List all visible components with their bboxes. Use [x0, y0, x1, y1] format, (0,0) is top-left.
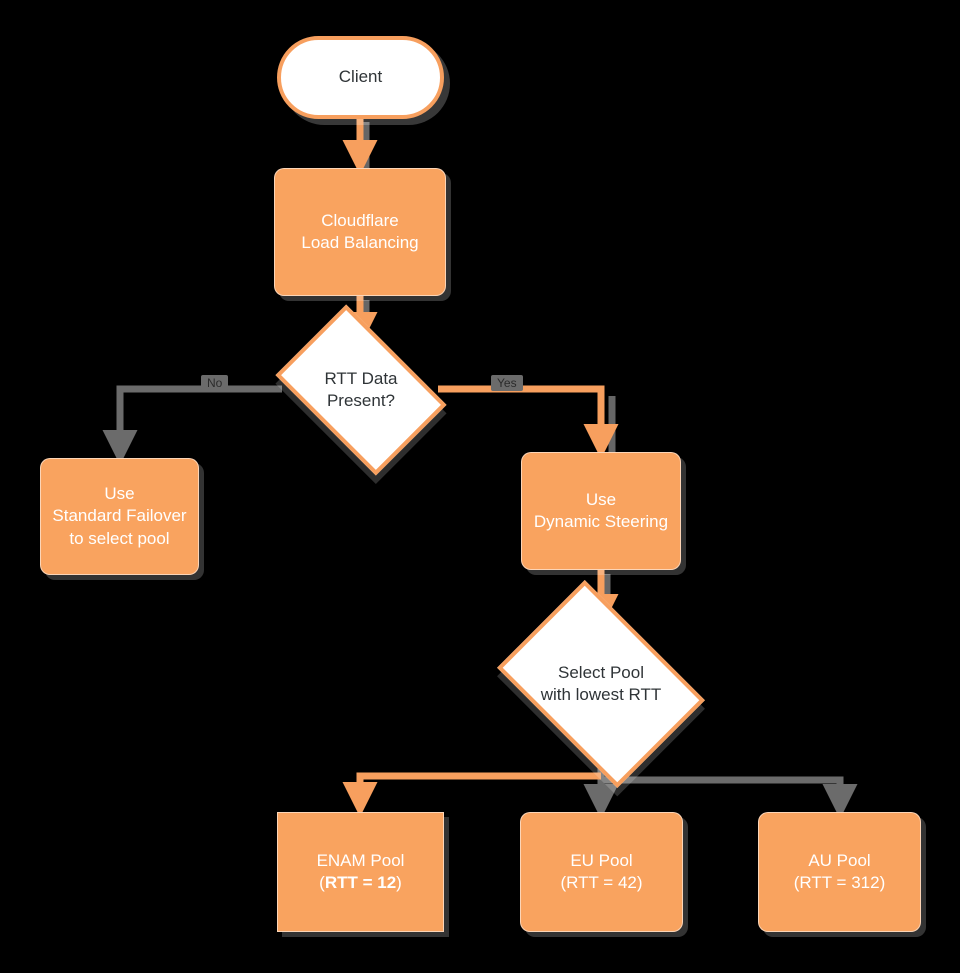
node-client-label: Client — [338, 67, 383, 87]
node-select-pool[interactable]: Select Pool with lowest RTT — [497, 580, 705, 788]
node-standard-failover-line3: to select pool — [69, 528, 170, 548]
node-au-pool-rtt-open: ( — [793, 873, 800, 892]
node-load-balancing-line1: Cloudflare — [321, 210, 399, 230]
node-select-pool-line2: with lowest RTT — [540, 685, 662, 704]
node-eu-pool-rtt: (RTT = 42) — [560, 872, 642, 894]
node-au-pool-name: AU Pool — [808, 850, 871, 870]
edge-label-yes: Yes — [491, 375, 523, 391]
node-enam-pool-rtt: (RTT = 12) — [319, 872, 402, 894]
node-enam-pool-rtt-value: RTT = 12 — [324, 873, 397, 892]
edge-rtt-decision-to-standard-failover — [102, 385, 282, 465]
node-eu-pool[interactable]: EU Pool (RTT = 42) — [520, 812, 683, 932]
node-standard-failover-line1: Use — [104, 483, 135, 503]
node-au-pool[interactable]: AU Pool (RTT = 312) — [758, 812, 921, 932]
edge-select-pool-to-enam-pool — [342, 772, 601, 817]
edge-rtt-decision-to-dynamic-steering — [438, 385, 619, 459]
node-au-pool-rtt-close: ) — [879, 873, 886, 892]
node-eu-pool-rtt-open: ( — [560, 873, 567, 892]
node-standard-failover[interactable]: Use Standard Failover to select pool — [40, 458, 199, 575]
node-dynamic-steering-line1: Use — [585, 489, 617, 509]
node-eu-pool-rtt-value: RTT = 42 — [566, 873, 637, 892]
node-load-balancing-line2: Load Balancing — [301, 233, 419, 252]
node-rtt-decision-line2: Present? — [326, 391, 396, 410]
node-select-pool-line1: Select Pool — [558, 662, 644, 682]
node-eu-pool-rtt-close: ) — [636, 873, 643, 892]
node-au-pool-rtt: (RTT = 312) — [794, 872, 886, 894]
node-load-balancing[interactable]: Cloudflare Load Balancing — [274, 168, 446, 296]
edge-label-yes-text: Yes — [497, 376, 517, 390]
node-au-pool-rtt-value: RTT = 312 — [799, 873, 880, 892]
node-enam-pool-rtt-open: ( — [319, 873, 325, 892]
node-enam-pool-name: ENAM Pool — [316, 850, 405, 870]
node-dynamic-steering-line2: Dynamic Steering — [533, 512, 669, 531]
node-enam-pool[interactable]: ENAM Pool (RTT = 12) — [277, 812, 444, 932]
edge-select-pool-to-au-pool — [601, 776, 858, 819]
node-rtt-decision[interactable]: RTT Data Present? — [275, 304, 447, 476]
node-standard-failover-line2: Standard Failover — [52, 506, 187, 526]
edge-label-no: No — [201, 375, 229, 391]
node-rtt-decision-line1: RTT Data — [324, 368, 398, 388]
edge-label-no-text: No — [207, 376, 223, 390]
node-dynamic-steering[interactable]: Use Dynamic Steering — [521, 452, 681, 570]
node-client[interactable]: Client — [277, 36, 444, 119]
node-eu-pool-name: EU Pool — [570, 850, 633, 870]
node-enam-pool-rtt-close: ) — [396, 873, 402, 892]
